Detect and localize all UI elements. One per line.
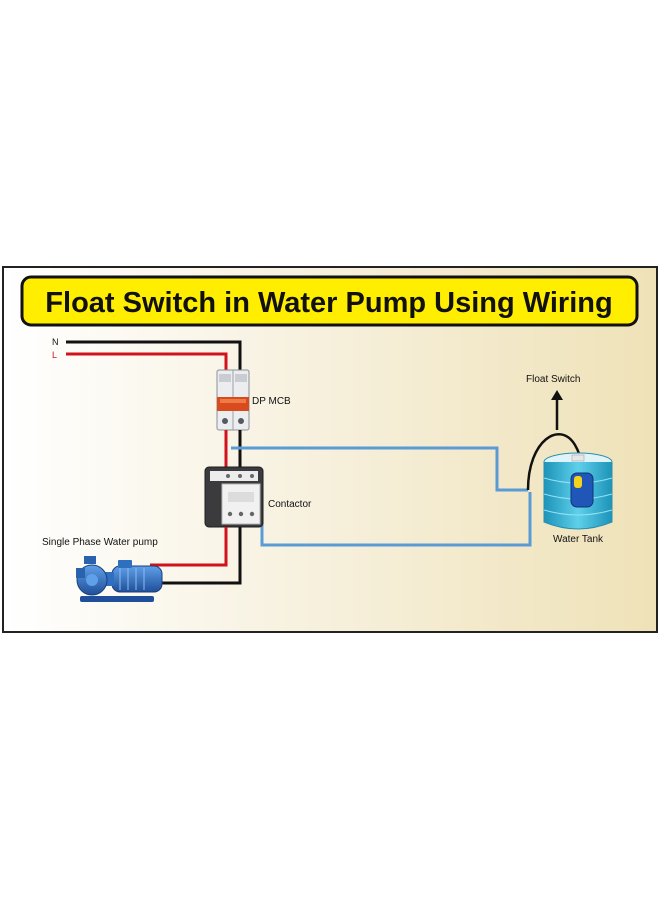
mcb-device bbox=[216, 369, 250, 431]
contactor-device bbox=[204, 466, 264, 528]
title-banner: Float Switch in Water Pump Using Wiring bbox=[20, 275, 639, 327]
tank-label: Water Tank bbox=[553, 534, 604, 545]
neutral-label: N bbox=[52, 337, 59, 347]
float-switch-icon bbox=[570, 472, 594, 508]
live-label: L bbox=[52, 350, 57, 360]
mcb-label: DP MCB bbox=[252, 396, 291, 407]
page-title: Float Switch in Water Pump Using Wiring bbox=[45, 287, 612, 319]
control-wire-upper bbox=[231, 446, 528, 492]
neutral-pump-wire bbox=[160, 527, 242, 585]
water-pump-icon bbox=[76, 556, 163, 602]
live-pump-wire bbox=[150, 527, 228, 567]
contactor-label: Contactor bbox=[268, 499, 312, 510]
live-supply-wire bbox=[66, 352, 228, 372]
neutral-supply-wire bbox=[66, 340, 242, 372]
arrow-up-icon bbox=[551, 390, 563, 430]
float-switch-label: Float Switch bbox=[526, 374, 580, 385]
pump-label: Single Phase Water pump bbox=[42, 537, 158, 548]
